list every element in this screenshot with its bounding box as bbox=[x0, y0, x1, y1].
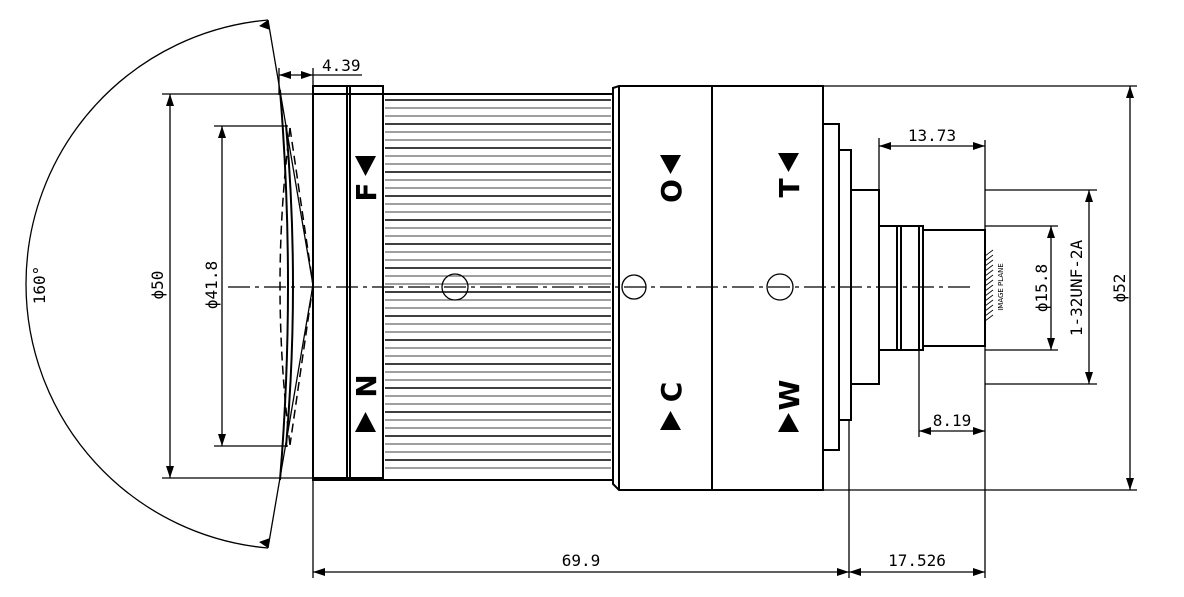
hatch-line bbox=[984, 254, 994, 262]
dim-mount-diameter: ϕ15.8 1-32UNF-2A bbox=[985, 225, 1086, 351]
mount-diameter-label: ϕ15.8 bbox=[1032, 264, 1051, 312]
focus-far-arrow-icon bbox=[355, 156, 376, 176]
iris-close-arrow-icon bbox=[660, 411, 681, 430]
flange-back-label: 17.526 bbox=[888, 551, 946, 570]
field-of-view: 160° bbox=[25, 19, 314, 549]
dim-front-diameter: ϕ50 bbox=[148, 93, 313, 479]
ring-markings: F N O C T W bbox=[350, 153, 806, 432]
hatch-line bbox=[984, 274, 994, 282]
dim-body-diameter: ϕ52 bbox=[823, 85, 1137, 491]
front-ring bbox=[312, 85, 384, 481]
hatch-line bbox=[984, 289, 994, 297]
dim-lens-diameter: ϕ41.8 bbox=[202, 125, 288, 447]
focus-ring bbox=[382, 93, 614, 481]
focus-near-arrow-icon bbox=[355, 412, 376, 432]
hatch-line bbox=[984, 294, 994, 302]
hatch-line bbox=[984, 314, 994, 322]
body-diameter-label: ϕ52 bbox=[1110, 274, 1129, 303]
dim-rear-diameter bbox=[985, 189, 1097, 385]
hatch-line bbox=[984, 279, 994, 287]
focus-far-mark: F bbox=[350, 182, 383, 201]
zoom-tele-mark: T bbox=[773, 178, 806, 197]
angle-label: 160° bbox=[30, 266, 49, 305]
dim-body-length: 69.9 bbox=[312, 420, 850, 578]
mount-depth-label: 13.73 bbox=[908, 126, 956, 145]
dim-front-offset: 4.39 bbox=[278, 56, 362, 95]
zoom-tele-arrow-icon bbox=[778, 153, 799, 172]
hatch-line bbox=[984, 249, 994, 257]
front-diameter-label: ϕ50 bbox=[148, 271, 167, 300]
dim-mount-depth: 13.73 bbox=[878, 126, 985, 190]
hatch-line bbox=[984, 259, 994, 267]
zoom-wide-mark: W bbox=[773, 379, 806, 410]
front-lens bbox=[279, 89, 314, 481]
hatch-line bbox=[984, 304, 994, 312]
image-plane-label: IMAGE PLANE bbox=[997, 263, 1005, 311]
dim-thread-length: 8.19 bbox=[918, 350, 985, 437]
image-plane: IMAGE PLANE bbox=[984, 140, 1005, 578]
hatch-line bbox=[984, 264, 994, 272]
hatch-line bbox=[984, 269, 994, 277]
thread-spec-label: 1-32UNF-2A bbox=[1067, 239, 1086, 336]
hatch-line bbox=[984, 309, 994, 317]
iris-open-arrow-icon bbox=[660, 155, 681, 174]
zoom-wide-arrow-icon bbox=[778, 413, 799, 432]
focus-near-mark: N bbox=[350, 374, 383, 397]
thread-length-label: 8.19 bbox=[933, 411, 972, 430]
body-length-label: 69.9 bbox=[562, 551, 601, 570]
front-offset-label: 4.39 bbox=[322, 56, 361, 75]
hatch-line bbox=[984, 299, 994, 307]
hatch-line bbox=[984, 284, 994, 292]
dim-flange-back: 17.526 bbox=[849, 551, 985, 576]
lens-diameter-label: ϕ41.8 bbox=[202, 261, 221, 309]
iris-close-mark: C bbox=[655, 382, 688, 403]
iris-open-mark: O bbox=[655, 179, 688, 203]
